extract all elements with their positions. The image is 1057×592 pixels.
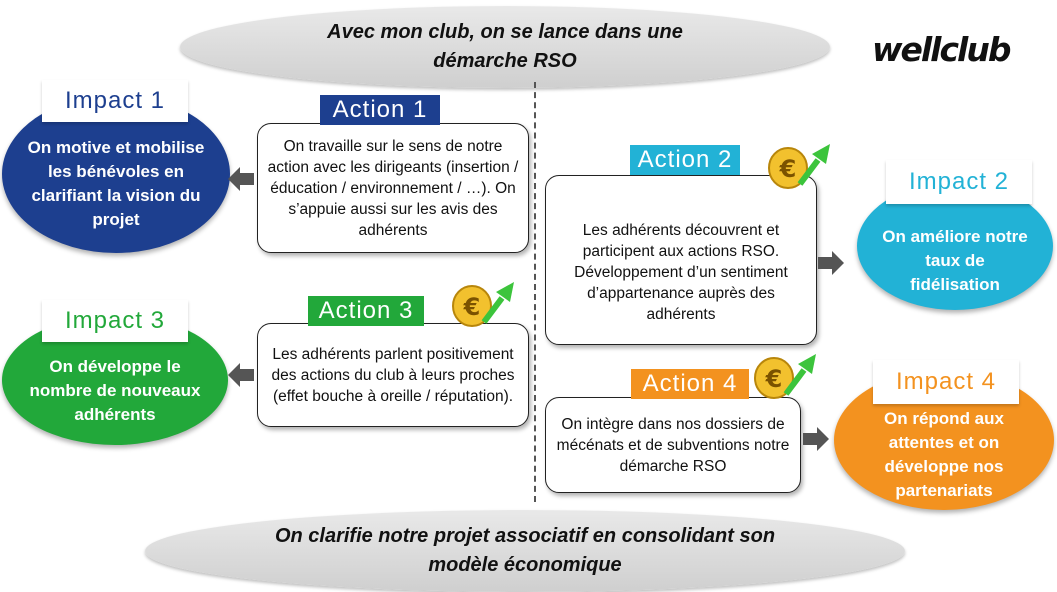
action-4-label: Action 4 [631, 369, 749, 399]
impact-1-text: On motive et mobilise les bénévoles en c… [27, 138, 205, 229]
impact-2-label: Impact 2 [886, 160, 1032, 204]
footer-text: On clarifie notre projet associatif en c… [274, 525, 776, 576]
impact-4-text: On répond aux attentes et on développe n… [884, 409, 1004, 500]
action-4-text: On intègre dans nos dossiers de mécénats… [556, 415, 790, 475]
action-2-box: Les adhérents découvrent et participent … [545, 175, 817, 345]
action-2-text: Les adhérents découvrent et participent … [574, 221, 788, 323]
action-1-box: On travaille sur le sens de notre action… [257, 123, 529, 253]
impact-3-label: Impact 3 [42, 300, 188, 342]
action-4-box: On intègre dans nos dossiers de mécénats… [545, 397, 801, 493]
euro-symbol: € [779, 155, 797, 183]
gray-arrow-icon [818, 251, 844, 275]
impact-4-label: Impact 4 [873, 360, 1019, 404]
euro-growth-icon: € [452, 282, 514, 327]
wellclub-logo: wellclub [872, 30, 1011, 69]
euro-growth-icon: € [768, 144, 830, 189]
gray-arrow-icon [803, 427, 829, 451]
footer-banner: On clarifie notre projet associatif en c… [145, 510, 905, 592]
center-divider [534, 82, 536, 502]
euro-symbol: € [463, 293, 481, 321]
impact-1-label: Impact 1 [42, 80, 188, 122]
action-3-text: Les adhérents parlent positivement des a… [271, 345, 515, 405]
impact-3-circle: On développe le nombre de nouveaux adhér… [2, 315, 228, 445]
header-banner: Avec mon club, on se lance dans une déma… [180, 6, 830, 88]
euro-growth-icon: € [754, 354, 816, 399]
impact-2-text: On améliore notre taux de fidélisation [882, 227, 1028, 294]
action-1-text: On travaille sur le sens de notre action… [267, 137, 519, 239]
action-2-label: Action 2 [630, 145, 740, 175]
euro-symbol: € [765, 365, 783, 393]
action-3-box: Les adhérents parlent positivement des a… [257, 323, 529, 427]
action-1-label: Action 1 [320, 95, 440, 125]
impact-3-text: On développe le nombre de nouveaux adhér… [29, 357, 201, 424]
header-title: Avec mon club, on se lance dans une déma… [327, 21, 683, 72]
gray-arrow-icon [228, 363, 254, 387]
action-3-label: Action 3 [308, 296, 424, 326]
gray-arrow-icon [228, 167, 254, 191]
